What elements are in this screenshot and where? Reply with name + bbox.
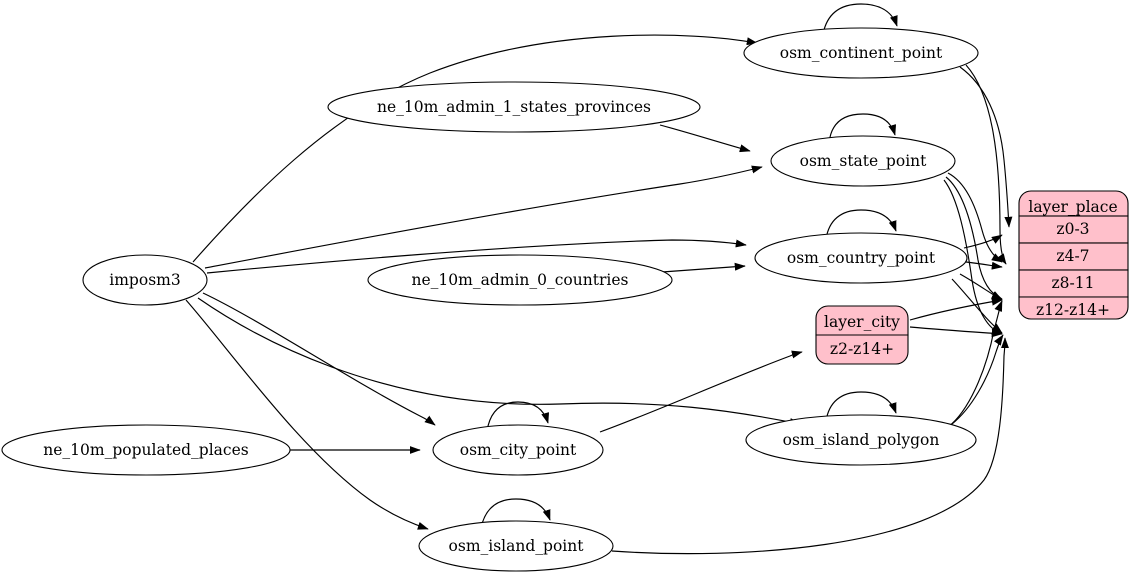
edge-ne_states-to-osm_state_point	[659, 124, 751, 153]
edge-osm_island_polygon-to-layer_place-z8	[947, 300, 1003, 428]
record-cell-z2-z14[interactable]: z2-z14+	[830, 340, 894, 358]
edge-osm_city_point-to-layer_city	[599, 350, 803, 433]
node-label: ne_10m_admin_1_states_provinces	[377, 98, 651, 116]
edge-imposm3-to-osm_country_point	[206, 239, 747, 274]
node-osm_continent_point[interactable]: osm_continent_point	[743, 27, 979, 79]
edge-osm_country_point-to-layer_place-z8	[959, 273, 1003, 301]
node-ne_10m_populated_places[interactable]: ne_10m_populated_places	[1, 424, 291, 476]
edge-imposm3-to-osm_island_point	[185, 299, 429, 530]
node-label: osm_city_point	[460, 441, 577, 459]
edge-self-osm_country_point	[825, 209, 897, 240]
node-label: osm_country_point	[787, 249, 936, 267]
node-ne_10m_admin_1_states_provinces[interactable]: ne_10m_admin_1_states_provinces	[327, 81, 701, 133]
edge-layer_city-to-layer_place-z8	[909, 297, 1003, 321]
edge-self-osm_state_point	[828, 113, 897, 144]
record-cell-title: layer_city	[824, 313, 900, 331]
edge-osm_country_point-to-layer_place-z0	[963, 234, 1003, 249]
edge-layer_city-to-layer_place-z12	[909, 326, 1003, 338]
edge-osm_state_point-to-layer_place-z12	[943, 179, 1003, 335]
node-osm_country_point[interactable]: osm_country_point	[754, 232, 968, 284]
edge-osm_state_point-to-layer_place-z4	[947, 172, 1003, 263]
edge-imposm3-to-osm_continent_point	[192, 34, 758, 263]
edge-osm_continent_point-to-layer_place-z0	[959, 66, 1013, 228]
node-label: osm_continent_point	[780, 44, 943, 62]
node-osm_city_point[interactable]: osm_city_point	[432, 424, 604, 476]
node-osm_state_point[interactable]: osm_state_point	[770, 135, 956, 187]
node-label: imposm3	[109, 271, 180, 289]
edge-self-osm_city_point	[486, 401, 550, 432]
record-node-layer_place[interactable]: layer_place z0-3 z4-7 z8-11 z12-z14+	[1018, 190, 1129, 320]
edge-self-osm_island_point	[480, 498, 551, 529]
edge-osm_country_point-to-layer_place-z12	[951, 278, 1003, 334]
edge-imposm3-to-osm_island_polygon	[197, 297, 801, 426]
node-osm_island_point[interactable]: osm_island_point	[418, 520, 614, 572]
edge-imposm3-to-osm_city_point	[202, 292, 436, 426]
record-cell-title: layer_place	[1028, 198, 1117, 216]
node-label: osm_state_point	[800, 152, 928, 170]
edge-osm_island_point-to-layer_place-z12	[611, 337, 1009, 555]
record-cell-z0-3[interactable]: z0-3	[1056, 220, 1089, 238]
node-label: osm_island_polygon	[783, 431, 940, 449]
edge-imposm3-to-osm_state_point	[204, 165, 763, 269]
edge-osm_continent_point-to-layer_place-z4	[965, 64, 1007, 265]
edge-self-osm_island_polygon	[825, 391, 897, 422]
node-layer: imposm3 ne_10m_admin_1_states_provinces …	[1, 27, 1129, 572]
record-cell-z12-z14[interactable]: z12-z14+	[1036, 301, 1110, 319]
edge-ne_countries-to-osm_country_point	[661, 262, 746, 273]
node-osm_island_polygon[interactable]: osm_island_polygon	[745, 414, 977, 466]
edge-osm_state_point-to-layer_place-z8	[945, 176, 1003, 300]
record-cell-z8-11[interactable]: z8-11	[1052, 274, 1095, 292]
node-imposm3[interactable]: imposm3	[82, 254, 208, 306]
edge-osm_country_point-to-layer_place-z4	[965, 261, 1003, 270]
record-node-layer_city[interactable]: layer_city z2-z14+	[815, 305, 909, 365]
node-label: osm_island_point	[449, 537, 585, 555]
node-label: ne_10m_populated_places	[43, 441, 248, 459]
node-ne_10m_admin_0_countries[interactable]: ne_10m_admin_0_countries	[367, 254, 673, 306]
edge-self-osm_continent_point	[822, 3, 898, 35]
edge-osm_island_polygon-to-layer_place-z12	[951, 334, 1004, 425]
node-label: ne_10m_admin_0_countries	[412, 271, 629, 289]
record-cell-z4-7[interactable]: z4-7	[1056, 247, 1089, 265]
edge-layer	[185, 3, 1013, 555]
